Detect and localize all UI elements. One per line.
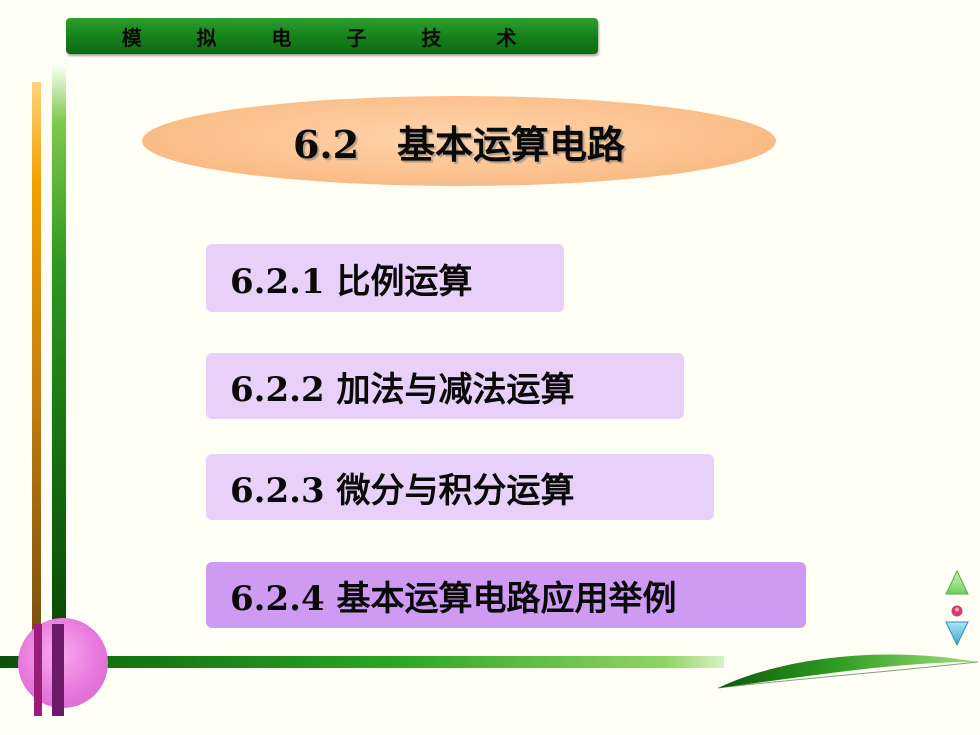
toc-item-6-2-3[interactable]: 6.2.3 微分与积分运算	[206, 454, 714, 520]
decorative-horizontal-line	[0, 656, 724, 668]
toc-item-label: 6.2.4 基本运算电路应用举例	[230, 578, 677, 619]
slide-navigation	[945, 569, 969, 652]
toc-item-label: 6.2.3 微分与积分运算	[230, 470, 575, 511]
toc-item-label: 6.2.2 加法与减法运算	[230, 369, 575, 410]
course-title-bar: 模 拟 电 子 技 术	[66, 18, 598, 54]
toc-item-6-2-4[interactable]: 6.2.4 基本运算电路应用举例	[206, 562, 806, 628]
section-title: 6.2 基本运算电路	[292, 121, 626, 167]
toc-item-label: 6.2.1 比例运算	[230, 261, 473, 302]
decorative-disc-bar	[52, 624, 64, 716]
dot-icon[interactable]	[951, 602, 963, 617]
decorative-disc-bar	[34, 624, 42, 716]
toc-item-6-2-2[interactable]: 6.2.2 加法与减法运算	[206, 353, 684, 419]
decorative-vertical-line-orange	[32, 82, 41, 642]
triangle-up-icon[interactable]	[945, 569, 969, 596]
decorative-swoosh-leaf	[716, 648, 980, 696]
decorative-vertical-line-green	[52, 66, 66, 626]
section-title-ellipse: 6.2 基本运算电路	[142, 96, 776, 186]
triangle-down-icon[interactable]	[945, 620, 969, 647]
toc-item-6-2-1[interactable]: 6.2.1 比例运算	[206, 244, 564, 312]
course-title: 模 拟 电 子 技 术	[121, 25, 541, 50]
